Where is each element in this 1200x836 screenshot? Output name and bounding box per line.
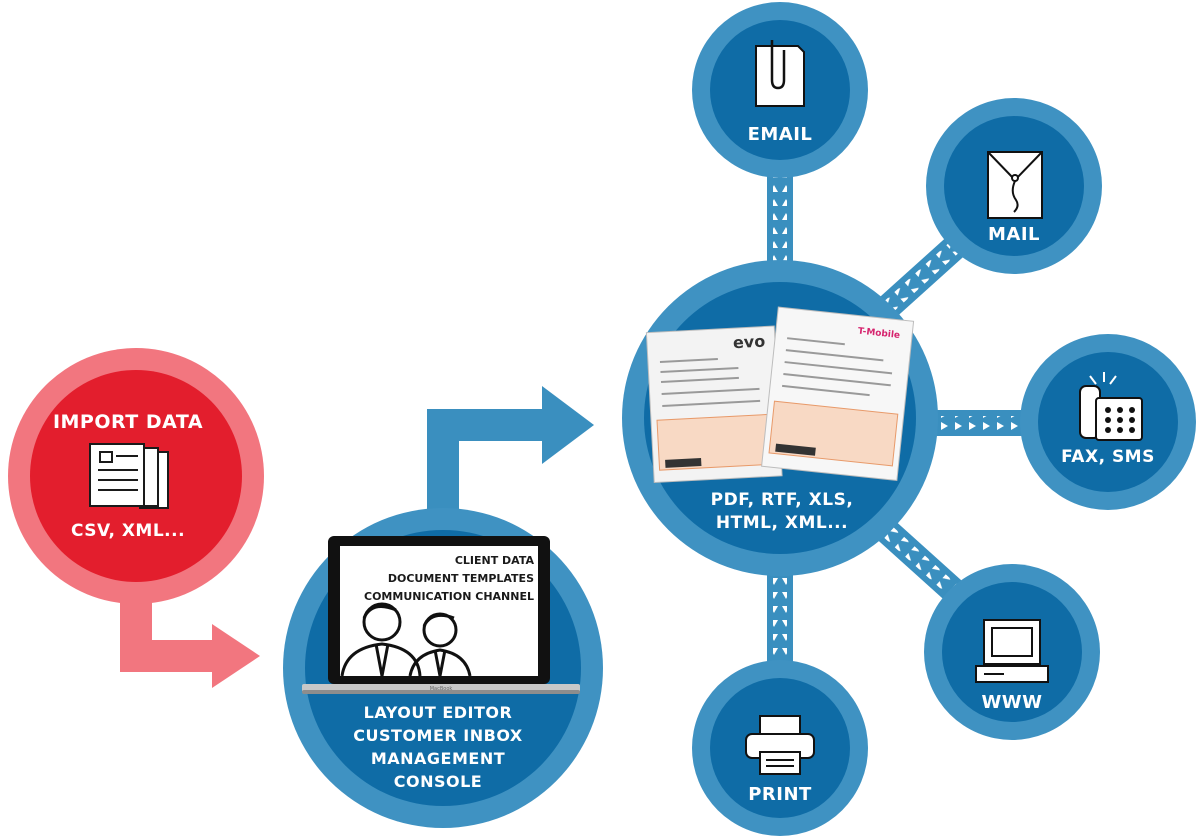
email-channel-node: EMAIL [692,2,868,178]
computer-icon [975,619,1049,683]
doc-logo-left: evo [732,332,765,353]
document-preview-left: evo [645,325,783,484]
email-label: EMAIL [748,124,813,145]
screen-line-templates: DOCUMENT TEMPLATES [388,572,534,585]
layout-editor-node: MacBook CLIENT DATA DOCUMENT TEMPLATES C… [283,508,603,828]
mail-channel-node: MAIL [926,98,1102,274]
printer-icon [745,715,815,775]
hub-formats-line-1: PDF, RTF, XLS, [711,490,854,510]
laptop-brand: MacBook [430,686,453,692]
import-data-node: IMPORT DATA CSV, XML... [8,348,264,604]
editor-line-1: LAYOUT EDITOR [364,703,513,722]
import-data-title: IMPORT DATA [53,411,203,433]
print-label: PRINT [748,784,812,805]
editor-line-3: MANAGEMENT [371,749,505,768]
doc-logo-right: T-Mobile [857,327,900,341]
mail-label: MAIL [988,224,1040,245]
hub-to-mail-connector [867,229,973,328]
editor-line-4: CONSOLE [394,772,482,791]
editor-line-2: CUSTOMER INBOX [353,726,523,745]
document-stack-icon [89,443,169,509]
screen-line-channel: COMMUNICATION CHANNEL [364,590,534,603]
fax-label: FAX, SMS [1061,447,1155,467]
fax-phone-icon [1079,372,1143,441]
email-document-icon [755,40,805,107]
document-preview-right: T-Mobile [761,306,915,481]
import-formats-label: CSV, XML... [71,521,185,541]
fax-channel-node: FAX, SMS [1020,334,1196,510]
www-label: WWW [981,692,1042,713]
envelope-icon [987,151,1043,219]
screen-line-client-data: CLIENT DATA [455,554,535,567]
output-hub-node: evo T-Mobile PDF, RTF, [622,260,938,576]
print-channel-node: PRINT [692,660,868,836]
hub-formats-line-2: HTML, XML... [716,513,848,533]
editor-to-hub-arrow [427,386,594,512]
import-to-editor-arrow [120,590,260,688]
users-icon [340,602,472,677]
www-channel-node: WWW [924,564,1100,740]
